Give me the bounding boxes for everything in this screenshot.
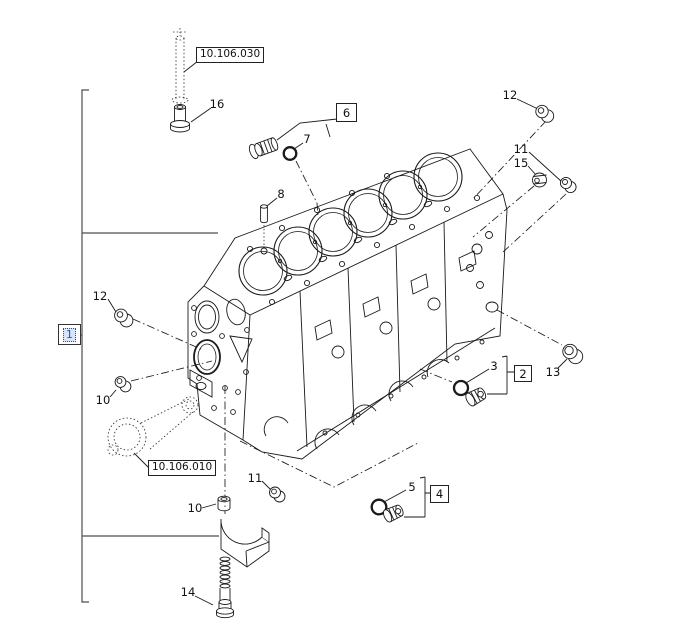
callout-5[interactable]: 5 xyxy=(408,480,416,494)
part-4-plug[interactable] xyxy=(382,503,405,523)
dowel-hole xyxy=(260,247,268,255)
callout-box-1-selected[interactable]: 1 xyxy=(58,324,81,345)
assembly-bracket xyxy=(79,89,219,603)
part-3-oring[interactable] xyxy=(452,379,470,397)
part-12-top-plug[interactable] xyxy=(535,104,555,123)
part-16-bolt[interactable] xyxy=(170,104,190,133)
main-bearing-cap[interactable] xyxy=(220,518,270,568)
ref-label-10-106-010[interactable]: 10.106.010 xyxy=(148,460,217,476)
callout-14[interactable]: 14 xyxy=(180,585,196,599)
callout-box-6[interactable]: 6 xyxy=(336,103,357,122)
part-14-bolt[interactable] xyxy=(216,556,234,619)
callout-10-bottom[interactable]: 10 xyxy=(187,501,203,515)
install-lines xyxy=(130,120,567,514)
callout-15[interactable]: 15 xyxy=(513,156,529,170)
part-7-oring[interactable] xyxy=(282,146,298,161)
part-11-bottom-plug[interactable] xyxy=(269,486,286,503)
selected-assembly-number: 1 xyxy=(62,327,77,342)
ref-label-10-106-030[interactable]: 10.106.030 xyxy=(196,47,265,63)
part-10-bottom-plug[interactable] xyxy=(217,495,231,512)
crankshaft-phantom xyxy=(107,396,199,457)
callout-16[interactable]: 16 xyxy=(209,97,225,111)
stud-phantom xyxy=(171,28,189,104)
part-6-fitting[interactable] xyxy=(248,136,280,160)
callout-11-right[interactable]: 11 xyxy=(513,142,529,156)
part-12-left-plug[interactable] xyxy=(114,308,134,328)
callout-box-4[interactable]: 4 xyxy=(430,485,449,503)
callout-11-bottom[interactable]: 11 xyxy=(247,471,263,485)
callout-7[interactable]: 7 xyxy=(303,132,311,146)
part-10-left-plug[interactable] xyxy=(114,376,132,393)
callout-8[interactable]: 8 xyxy=(277,187,285,201)
callout-3[interactable]: 3 xyxy=(490,359,498,373)
callout-10-left[interactable]: 10 xyxy=(95,393,111,407)
callout-12-top-right[interactable]: 12 xyxy=(502,88,518,102)
callout-box-2[interactable]: 2 xyxy=(514,365,532,382)
callout-13[interactable]: 13 xyxy=(545,365,561,379)
engine-block-art[interactable] xyxy=(187,148,508,460)
leader-lines xyxy=(107,60,568,606)
part-5-oring[interactable] xyxy=(370,498,388,516)
part-13-cup-plug[interactable] xyxy=(562,343,584,365)
callout-12-left[interactable]: 12 xyxy=(92,289,108,303)
part-11-right-plug[interactable] xyxy=(559,176,577,194)
part-15-insert[interactable] xyxy=(532,172,547,188)
part-2-plug[interactable] xyxy=(464,386,488,408)
part-8-dowel[interactable] xyxy=(260,204,268,224)
